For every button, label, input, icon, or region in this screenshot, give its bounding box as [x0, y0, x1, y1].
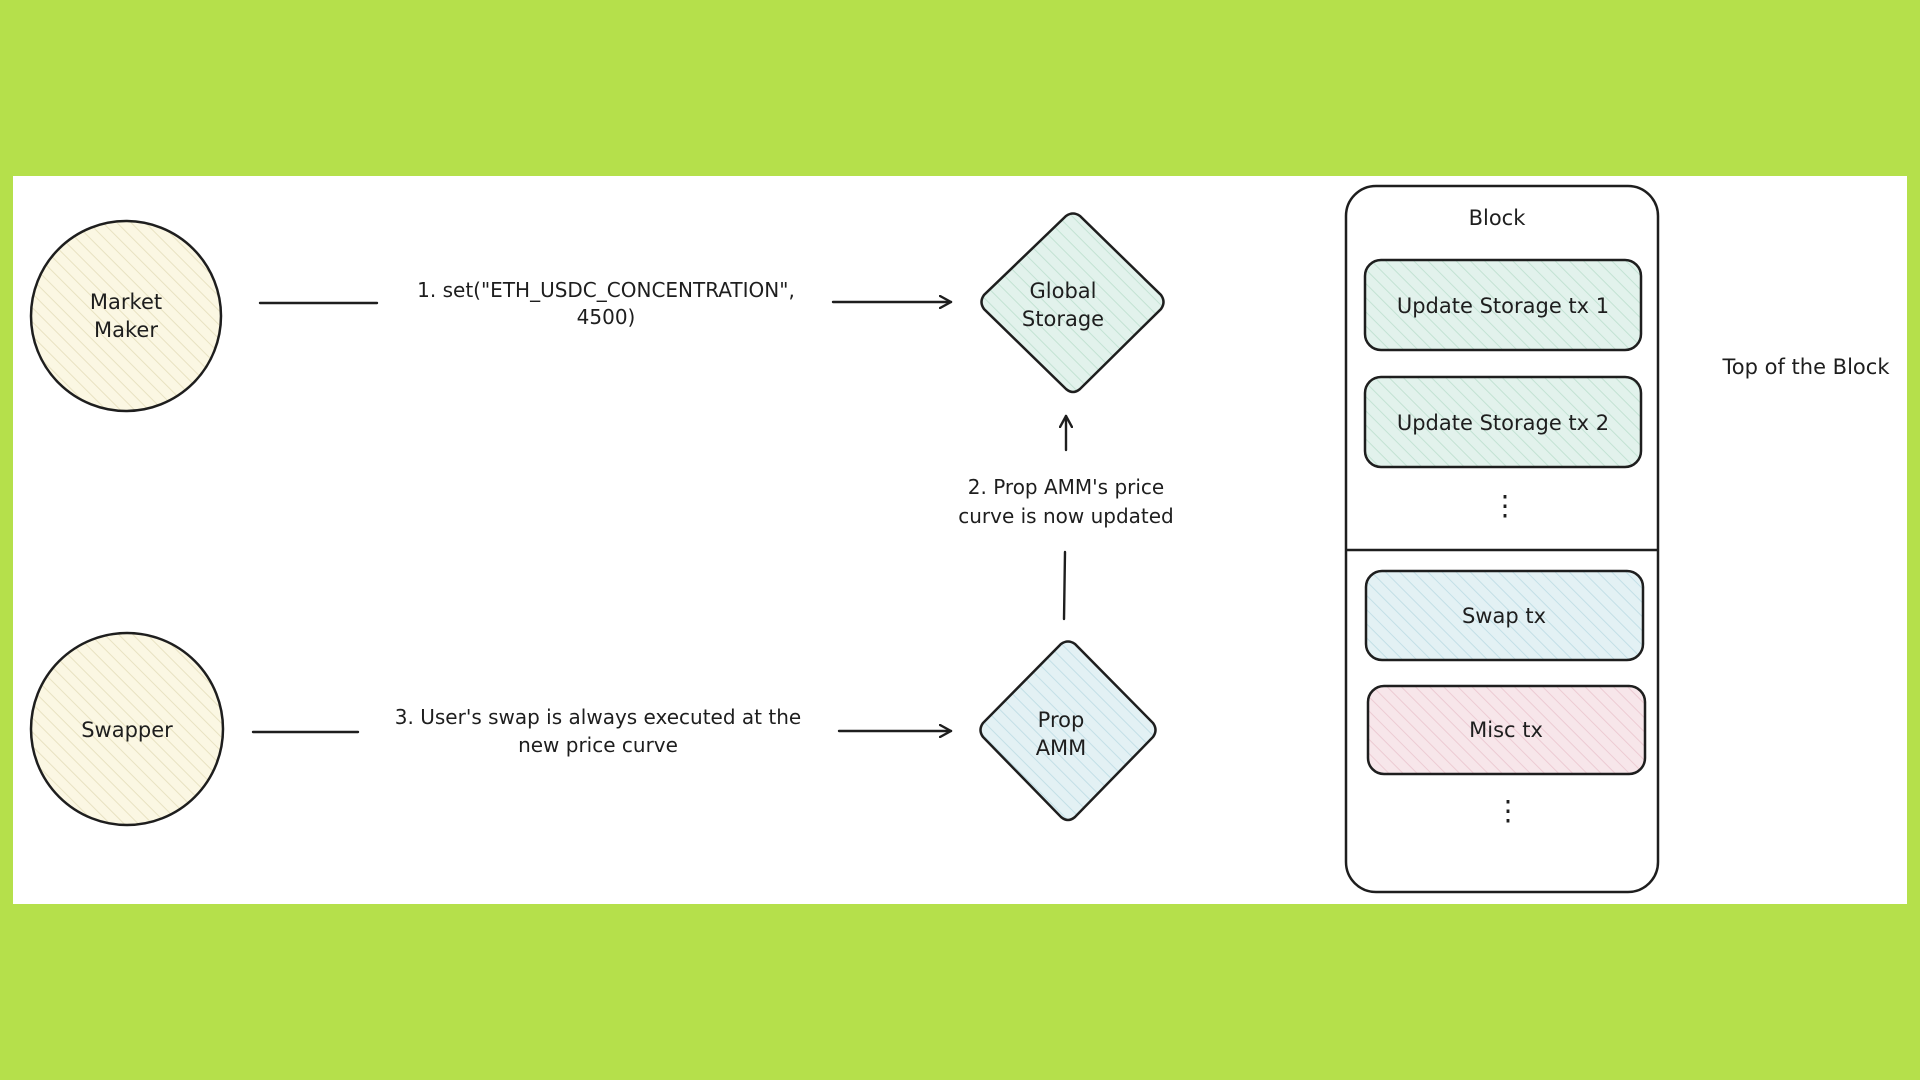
- block-item-update-storage-2-label: Update Storage tx 2: [1397, 411, 1609, 435]
- block-title: Block: [1469, 206, 1527, 230]
- prop-amm-label-line1: Prop: [1038, 708, 1085, 732]
- edge-step3-label-line1: 3. User's swap is always executed at the: [395, 705, 801, 729]
- edge-step2-label-line1: 2. Prop AMM's price: [968, 475, 1164, 499]
- flow-diagram: Market Maker Swapper Global Storage Prop…: [29, 184, 1891, 894]
- block-item-swap-tx-label: Swap tx: [1462, 604, 1546, 628]
- block-item-update-storage-1-label: Update Storage tx 1: [1397, 294, 1609, 318]
- swapper-label: Swapper: [81, 718, 173, 742]
- edge-step1-label-line1: 1. set("ETH_USDC_CONCENTRATION",: [417, 278, 795, 302]
- top-of-block-label: Top of the Block: [1722, 355, 1891, 379]
- edge-step2: 2. Prop AMM's price curve is now updated: [958, 414, 1174, 621]
- block-item-misc-tx-label: Misc tx: [1469, 718, 1543, 742]
- market-maker-node: Market Maker: [29, 219, 223, 413]
- block-top-ellipsis: ⋮: [1491, 489, 1519, 522]
- block-item-swap-tx: Swap tx: [1364, 569, 1645, 662]
- global-storage-label-line2: Storage: [1022, 307, 1104, 331]
- prop-amm-node: Prop AMM: [979, 640, 1157, 822]
- market-maker-label-line1: Market: [90, 290, 162, 314]
- swapper-node: Swapper: [29, 631, 225, 827]
- block-item-misc-tx: Misc tx: [1366, 684, 1647, 776]
- block-container: Block Update Storage tx 1 Update Storage…: [1344, 184, 1660, 894]
- block-item-update-storage-1: Update Storage tx 1: [1363, 258, 1643, 352]
- market-maker-label-line2: Maker: [94, 318, 158, 342]
- edge-step3-label-line2: new price curve: [518, 733, 678, 757]
- edge-step3: 3. User's swap is always executed at the…: [251, 705, 953, 757]
- diagram-canvas: Market Maker Swapper Global Storage Prop…: [13, 176, 1907, 904]
- edge-step1: 1. set("ETH_USDC_CONCENTRATION", 4500): [258, 278, 953, 329]
- block-bottom-ellipsis: ⋮: [1494, 794, 1522, 827]
- edge-step2-label-line2: curve is now updated: [958, 504, 1174, 528]
- prop-amm-label-line2: AMM: [1036, 736, 1087, 760]
- global-storage-node: Global Storage: [980, 212, 1165, 394]
- global-storage-label-line1: Global: [1030, 279, 1097, 303]
- block-item-update-storage-2: Update Storage tx 2: [1363, 375, 1643, 469]
- edge-step1-label-line2: 4500): [577, 305, 636, 329]
